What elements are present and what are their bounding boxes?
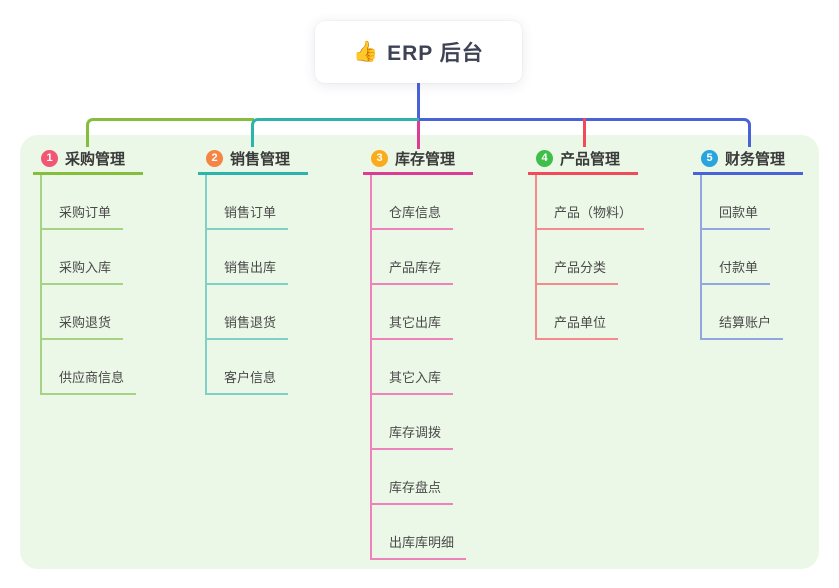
branch-label: 库存管理: [395, 151, 456, 168]
child-label[interactable]: 其它入库: [372, 367, 454, 395]
child-node: 采购退货: [42, 285, 193, 340]
child-node: 库存盘点: [372, 450, 523, 505]
child-node: 产品分类: [537, 230, 688, 285]
branch-purchase: 1 采购管理 采购订单 采购入库 采购退货 供应商信息: [33, 145, 193, 395]
child-label[interactable]: 销售出库: [207, 257, 289, 285]
child-node: 销售退货: [207, 285, 358, 340]
branch-finance: 5 财务管理 回款单 付款单 结算账户: [693, 145, 839, 340]
child-label[interactable]: 库存盘点: [372, 477, 454, 505]
branch-number-badge: 5: [701, 150, 718, 167]
mindmap-background-panel: [20, 135, 819, 569]
child-node: 采购订单: [42, 175, 193, 230]
child-node: 产品库存: [372, 230, 523, 285]
branch-children: 产品（物料） 产品分类 产品单位: [535, 175, 688, 340]
child-node: 仓库信息: [372, 175, 523, 230]
branch-node-inventory[interactable]: 3 库存管理: [363, 145, 473, 175]
connector-branch-product: [583, 118, 586, 147]
branch-children: 仓库信息 产品库存 其它出库 其它入库 库存调拨 库存盘点 出库库明细: [370, 175, 523, 560]
child-node: 回款单: [702, 175, 839, 230]
branch-label: 销售管理: [230, 151, 291, 168]
child-node: 销售出库: [207, 230, 358, 285]
branch-sales: 2 销售管理 销售订单 销售出库 销售退货 客户信息: [198, 145, 358, 395]
branch-inventory: 3 库存管理 仓库信息 产品库存 其它出库 其它入库 库存调拨 库存盘点: [363, 145, 523, 560]
child-node: 产品（物料）: [537, 175, 688, 230]
child-label[interactable]: 采购入库: [42, 257, 124, 285]
child-node: 客户信息: [207, 340, 358, 395]
child-node: 其它入库: [372, 340, 523, 395]
thumbs-up-icon: 👍: [353, 41, 379, 63]
child-label[interactable]: 付款单: [702, 257, 771, 285]
branch-children: 采购订单 采购入库 采购退货 供应商信息: [40, 175, 193, 395]
child-node: 结算账户: [702, 285, 839, 340]
connector-branch-inventory: [417, 120, 420, 149]
child-node: 付款单: [702, 230, 839, 285]
branch-children: 回款单 付款单 结算账户: [700, 175, 839, 340]
root-title: ERP 后台: [387, 42, 484, 65]
child-node: 销售订单: [207, 175, 358, 230]
connector-branch-sales: [251, 118, 419, 147]
child-label[interactable]: 销售退货: [207, 312, 289, 340]
child-label[interactable]: 客户信息: [207, 367, 289, 395]
branch-number-badge: 1: [41, 150, 58, 167]
branch-product: 4 产品管理 产品（物料） 产品分类 产品单位: [528, 145, 688, 340]
branch-label: 财务管理: [725, 151, 786, 168]
child-node: 供应商信息: [42, 340, 193, 395]
branch-node-product[interactable]: 4 产品管理: [528, 145, 638, 175]
child-label[interactable]: 采购退货: [42, 312, 124, 340]
branch-node-finance[interactable]: 5 财务管理: [693, 145, 803, 175]
child-label[interactable]: 销售订单: [207, 202, 289, 230]
child-label[interactable]: 回款单: [702, 202, 771, 230]
child-node: 出库库明细: [372, 505, 523, 560]
child-label[interactable]: 采购订单: [42, 202, 124, 230]
child-label[interactable]: 产品单位: [537, 312, 619, 340]
child-node: 采购入库: [42, 230, 193, 285]
child-label[interactable]: 产品库存: [372, 257, 454, 285]
child-label[interactable]: 仓库信息: [372, 202, 454, 230]
child-label[interactable]: 库存调拨: [372, 422, 454, 450]
branch-node-sales[interactable]: 2 销售管理: [198, 145, 308, 175]
branch-label: 采购管理: [65, 151, 126, 168]
child-node: 其它出库: [372, 285, 523, 340]
child-label[interactable]: 其它出库: [372, 312, 454, 340]
branch-node-purchase[interactable]: 1 采购管理: [33, 145, 143, 175]
child-label[interactable]: 供应商信息: [42, 367, 137, 395]
child-label[interactable]: 结算账户: [702, 312, 784, 340]
child-node: 库存调拨: [372, 395, 523, 450]
branch-number-badge: 3: [371, 150, 388, 167]
branch-children: 销售订单 销售出库 销售退货 客户信息: [205, 175, 358, 395]
child-label[interactable]: 产品（物料）: [537, 202, 645, 230]
child-label[interactable]: 出库库明细: [372, 532, 467, 560]
connector-root-vertical: [417, 83, 420, 119]
child-label[interactable]: 产品分类: [537, 257, 619, 285]
connector-branch-purchase: [86, 118, 254, 147]
child-node: 产品单位: [537, 285, 688, 340]
branch-label: 产品管理: [560, 151, 621, 168]
branch-number-badge: 4: [536, 150, 553, 167]
root-node[interactable]: 👍 ERP 后台: [315, 21, 522, 83]
branch-number-badge: 2: [206, 150, 223, 167]
